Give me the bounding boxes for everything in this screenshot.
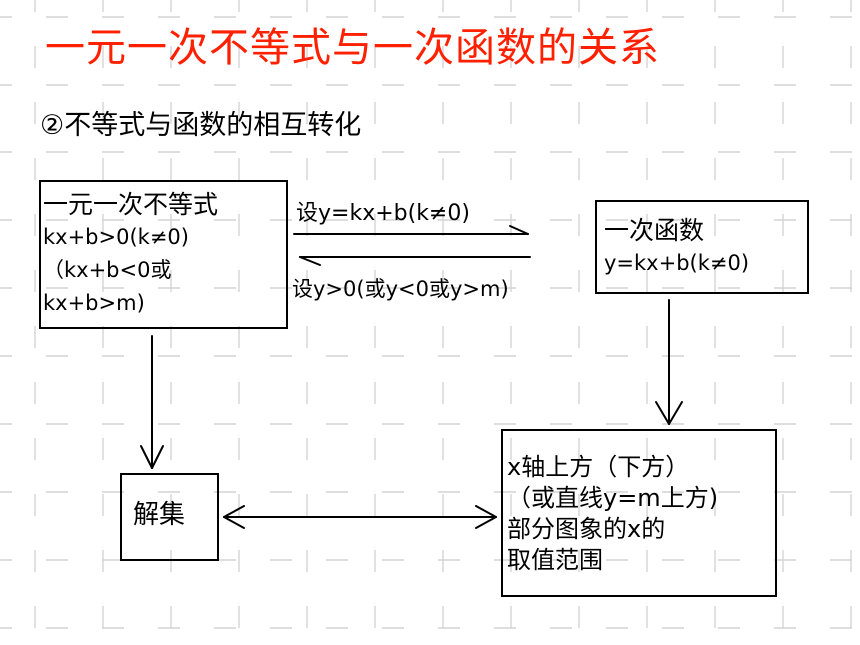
solution-line: 解集 bbox=[133, 500, 186, 530]
inequality-line: kx+b>0(k≠0) bbox=[43, 225, 189, 249]
inequality-line: 一元一次不等式 bbox=[43, 190, 219, 219]
inequality-line: （kx+b<0或 bbox=[43, 258, 172, 282]
arrow-down-to-graph-range bbox=[655, 299, 683, 425]
arrow-solution-graph-range bbox=[223, 505, 497, 529]
graph-range-line: 部分图象的x的 bbox=[507, 515, 666, 543]
inequality-line: kx+b>m) bbox=[43, 291, 145, 315]
function-box bbox=[595, 200, 809, 294]
arrow-to-inequality-label: 设y>0(或y<0或y>m) bbox=[292, 277, 509, 301]
solution-box bbox=[120, 473, 219, 561]
page-title: 一元一次不等式与一次函数的关系 bbox=[45, 25, 660, 71]
section-subtitle: ②不等式与函数的相互转化 bbox=[40, 110, 362, 141]
function-box-text: 一次函数 y=kx+b(k≠0) bbox=[604, 214, 749, 280]
arrow-to-function-label: 设y=kx+b(k≠0) bbox=[296, 201, 470, 226]
inequality-box bbox=[39, 180, 288, 329]
solution-box-text: 解集 bbox=[133, 498, 185, 532]
graph-range-box bbox=[501, 429, 777, 597]
arrow-down-to-solution bbox=[140, 335, 164, 469]
inequality-box-text: 一元一次不等式 kx+b>0(k≠0) （kx+b<0或 kx+b>m) bbox=[43, 188, 218, 320]
graph-range-line: （或直线y=m上方) bbox=[507, 484, 719, 512]
graph-range-line: 取值范围 bbox=[507, 546, 603, 574]
graph-range-box-text: x轴上方（下方） （或直线y=m上方) 部分图象的x的 取值范围 bbox=[507, 452, 718, 576]
function-line: y=kx+b(k≠0) bbox=[604, 251, 750, 275]
graph-range-line: x轴上方（下方） bbox=[507, 453, 690, 481]
arrow-to-function bbox=[293, 225, 529, 235]
arrow-to-inequality bbox=[299, 256, 531, 266]
function-line: 一次函数 bbox=[604, 216, 705, 245]
